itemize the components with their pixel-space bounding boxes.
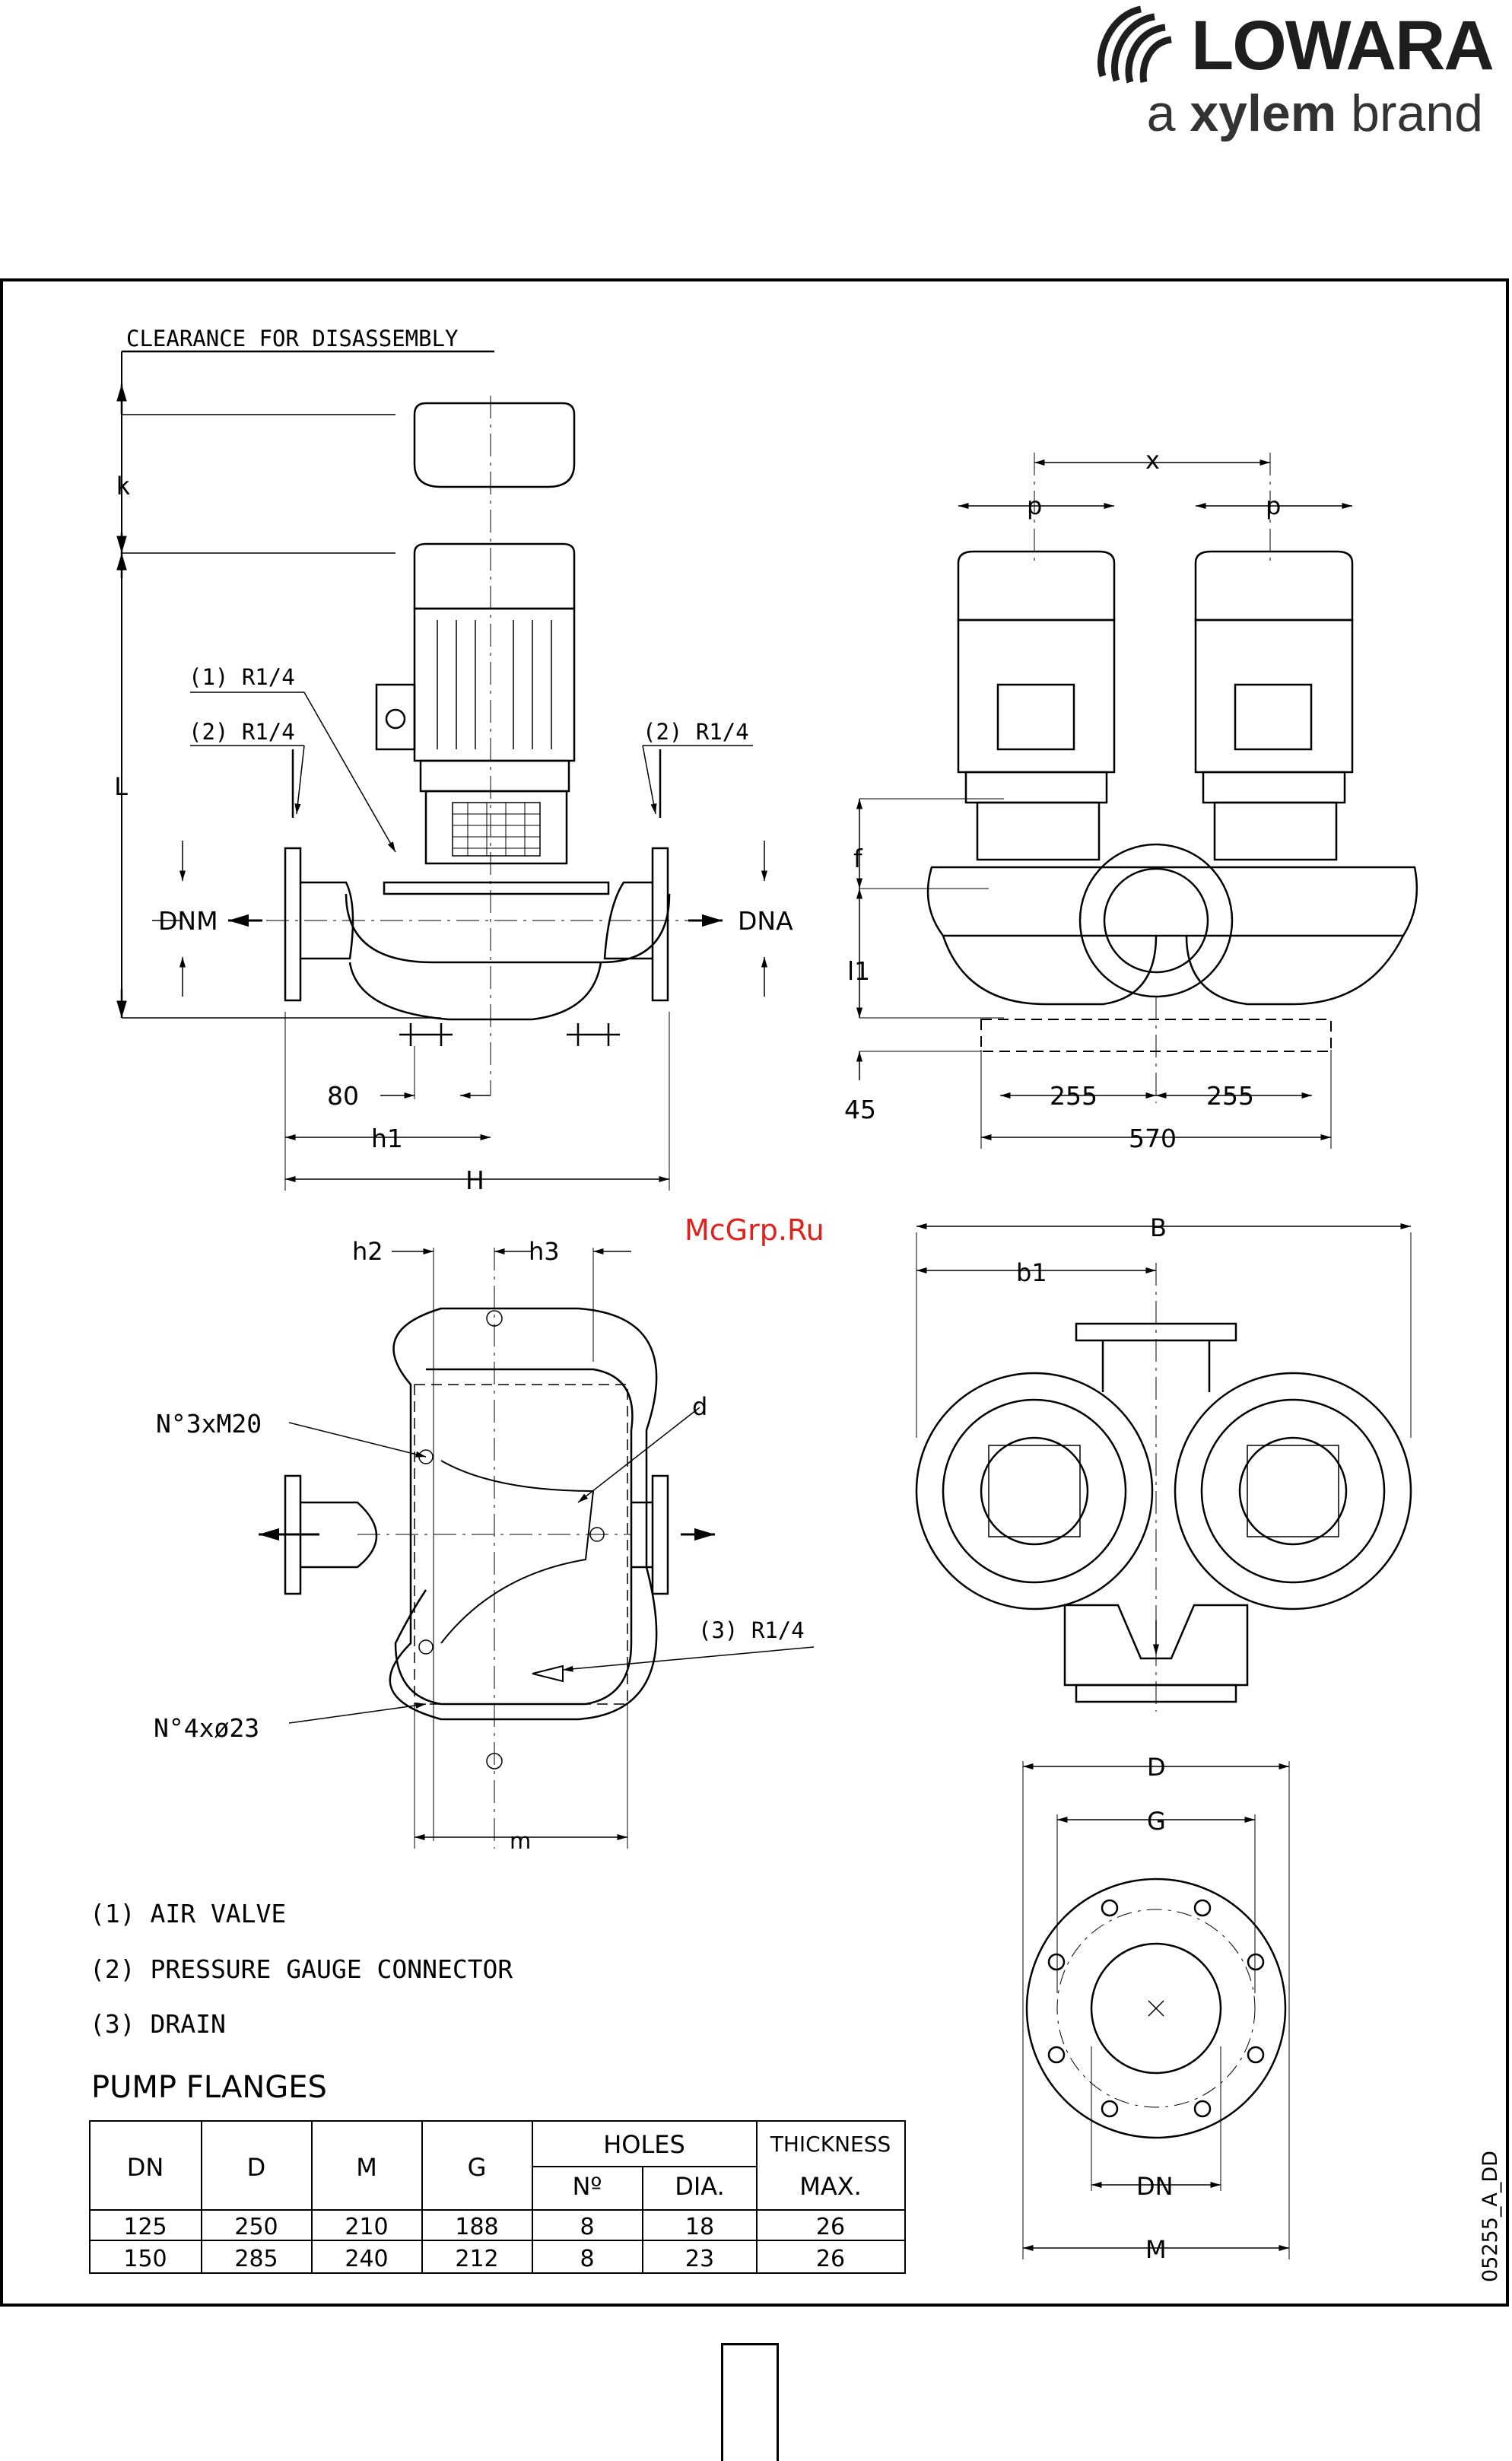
flange-table-rows: 125 250 210 188 8 18 26 150 285 240 212 8 23 26 [123,2214,845,2272]
brand-suffix: brand [1351,84,1483,142]
drawing-code: 05255_A_DD [1479,2151,1502,2282]
header-thickness: THICKNESS [770,2132,891,2157]
dim-m-label: m [510,1828,531,1854]
dim-b1-label: b1 [1016,1258,1047,1287]
dim-M-label: M [1145,2235,1167,2264]
table-cell: 18 [685,2214,714,2240]
air-valve-callout: (1) R1/4 [189,664,295,690]
table-cell: 23 [685,2246,714,2272]
clearance-label: CLEARANCE FOR DISASSEMBLY [126,326,459,351]
front-view [856,453,1418,1149]
header-holes-no: Nº [572,2172,602,2201]
legend-gauge-connector: (2) PRESSURE GAUGE CONNECTOR [90,1954,513,1984]
dim-h3-label: h3 [529,1237,560,1266]
legend-drain: (3) DRAIN [90,2009,226,2039]
table-cell: 26 [816,2246,845,2272]
flange-view [1022,1761,1290,2259]
header-holes-dia: DIA. [675,2172,725,2201]
brand-tagline: a xylem brand [1147,84,1483,143]
dim-80-label: 80 [327,1081,359,1111]
logo-text: LOWARA [1191,7,1495,84]
table-cell: 212 [455,2246,498,2272]
dim-H-label: H [465,1165,484,1195]
dim-f-label: f [853,844,863,873]
table-cell: 188 [455,2214,498,2240]
gauge-left-callout: (2) R1/4 [189,719,295,745]
dim-255-left-label: 255 [1050,1081,1097,1111]
plan-view [259,1248,815,1849]
table-cell: 250 [234,2214,278,2240]
table-cell: 285 [234,2246,278,2272]
dim-D-label: D [1147,1753,1166,1782]
page-number-box [721,2343,779,2461]
holes-callout: N°4xø23 [154,1713,259,1743]
dim-p-right-label: p [1266,491,1281,520]
flange-table-headers: DN D M G HOLES Nº DIA. THICKNESS MAX. [127,2130,891,2201]
dim-L-label: L [114,772,129,801]
dim-h1-label: h1 [371,1124,403,1153]
lowara-logo: LOWARA a xylem brand [1088,0,1495,160]
inlet-dna-label: DNA [738,906,793,936]
flange-table-title: PUMP FLANGES [91,2070,327,2105]
dim-DN-label: DN [1136,2172,1174,2201]
table-cell: 150 [123,2246,167,2272]
gauge-right-callout: (2) R1/4 [643,719,749,745]
dim-k-label: k [116,472,130,501]
table-cell: 26 [816,2214,845,2240]
header-g: G [468,2153,487,2182]
drain-callout: (3) R1/4 [698,1617,805,1643]
table-cell: 8 [580,2214,594,2240]
dim-x-label: x [1145,446,1160,475]
dim-45-label: 45 [844,1095,876,1124]
drawing-frame [0,278,1509,2307]
brand-name: xylem [1190,84,1337,142]
watermark-text: McGrp.Ru [685,1213,824,1247]
table-cell: 210 [345,2214,388,2240]
header-holes: HOLES [603,2130,685,2159]
lowara-swirl-icon [1097,5,1172,84]
dim-255-right-label: 255 [1206,1081,1254,1111]
legend-air-valve: (1) AIR VALVE [90,1899,286,1928]
header-d: D [247,2153,266,2182]
table-cell: 8 [580,2246,594,2272]
dim-d-label: d [692,1392,707,1421]
dim-l1-label: l1 [847,956,870,986]
dim-p-left-label: p [1027,491,1042,520]
dim-B-label: B [1150,1213,1167,1242]
table-cell: 125 [123,2214,167,2240]
brand-prefix: a [1146,84,1176,142]
outlet-dnm-label: DNM [158,906,218,936]
table-cell: 240 [345,2246,388,2272]
header-thickness-max: MAX. [799,2172,862,2201]
bolts-callout: N°3xM20 [156,1409,262,1439]
flange-table-grid [89,2120,906,2274]
side-view [116,350,768,1191]
dim-G-label: G [1147,1807,1166,1836]
header-m: M [356,2153,377,2182]
header-dn: DN [127,2153,164,2182]
dim-570-label: 570 [1129,1124,1177,1153]
dim-h2-label: h2 [352,1237,383,1266]
top-view [915,1223,1412,1712]
